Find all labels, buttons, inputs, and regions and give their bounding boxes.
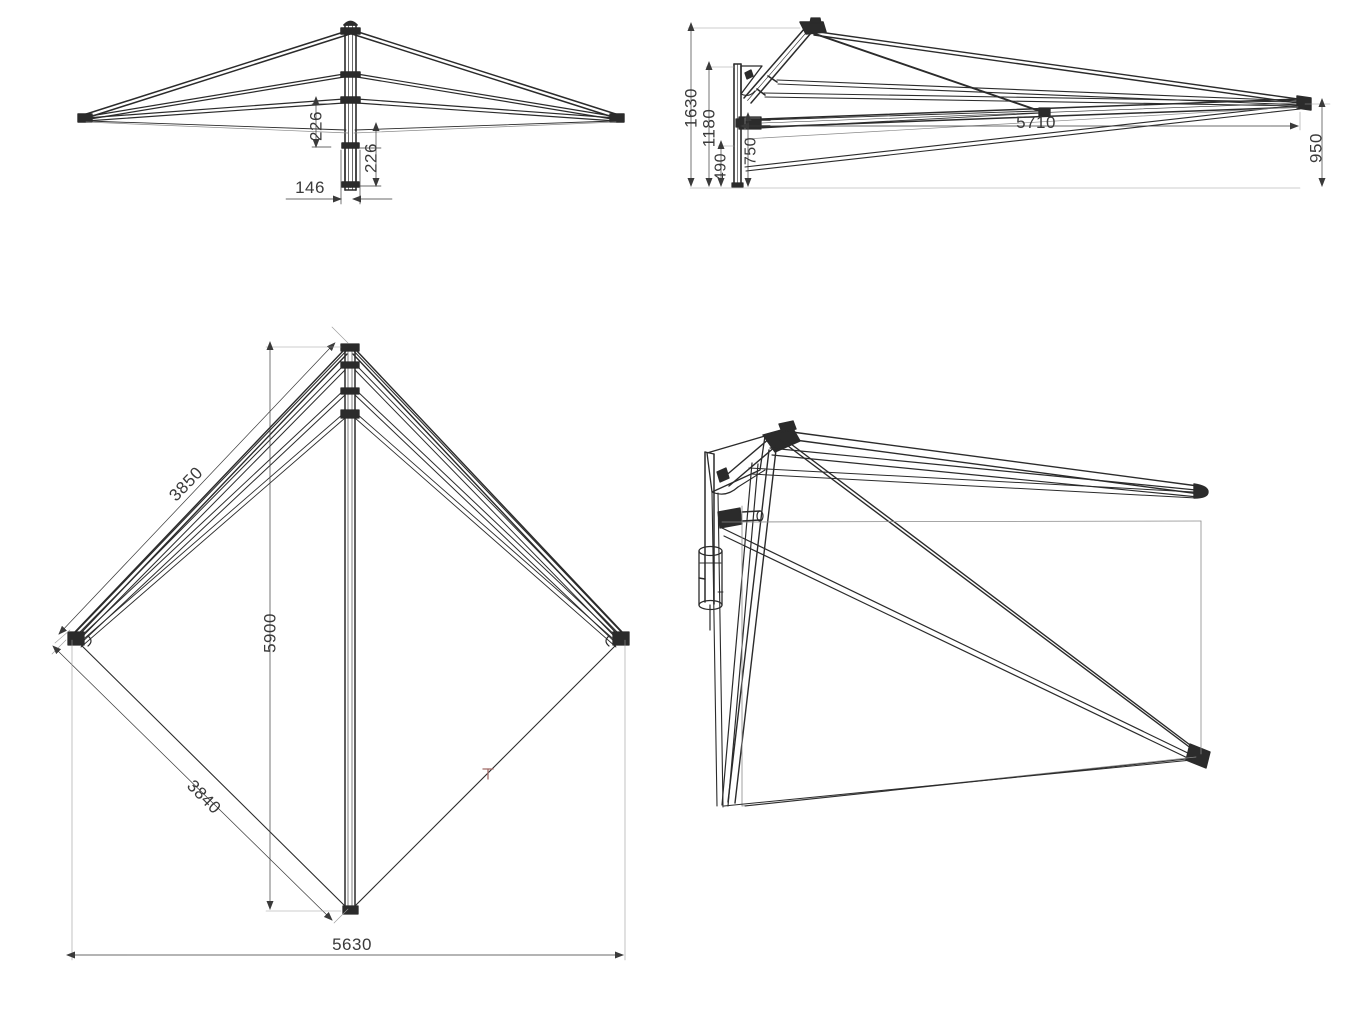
plan-reference-mark xyxy=(482,768,494,780)
dim-750: 750 xyxy=(743,137,760,165)
dim-5710: 5710 xyxy=(1016,113,1056,132)
iso-upper-rib xyxy=(748,431,1209,499)
view-isometric xyxy=(698,420,1211,808)
iso-canopy-outline xyxy=(723,757,1197,807)
dim-1630: 1630 xyxy=(682,88,701,128)
side-top-bracket xyxy=(740,65,763,97)
dim-490: 490 xyxy=(713,153,730,181)
dim-1180: 1180 xyxy=(700,109,719,148)
side-tension-cable xyxy=(744,104,1301,172)
view-front-elevation: 226 226 146 xyxy=(77,20,625,205)
iso-pivot-hub xyxy=(717,507,764,529)
dim-226-lower: 226 xyxy=(362,143,381,173)
plan-corner-fittings xyxy=(67,631,630,647)
plan-canopy-outline xyxy=(71,346,626,912)
iso-diagonal-ribs xyxy=(721,439,1211,769)
iso-top-bracket xyxy=(706,435,766,495)
view-plan: 3850 3840 5900 5630 xyxy=(51,326,630,961)
side-dimension-lines xyxy=(687,22,1331,189)
plan-hub-blocks xyxy=(340,343,360,915)
dim-146: 146 xyxy=(295,178,325,197)
plan-dimension-lines xyxy=(51,326,626,961)
front-mast xyxy=(343,20,358,191)
dim-3840: 3840 xyxy=(183,776,225,818)
front-dimension-lines xyxy=(285,96,393,205)
side-canopy-ribs xyxy=(763,30,1306,107)
dim-3850: 3850 xyxy=(165,463,206,505)
iso-support-legs xyxy=(711,449,777,808)
side-outer-tip xyxy=(1296,95,1312,111)
front-canopy-edge xyxy=(85,121,617,134)
plan-mast xyxy=(343,344,357,914)
iso-wall-post xyxy=(698,451,724,631)
side-inclined-mast xyxy=(743,17,827,104)
dim-226-upper: 226 xyxy=(307,111,326,141)
iso-canopy-membrane xyxy=(721,505,1202,807)
dim-5900: 5900 xyxy=(261,613,280,653)
view-side-elevation: 1630 1180 490 750 5710 950 xyxy=(682,17,1331,189)
dim-5630: 5630 xyxy=(332,935,372,954)
front-ribs-left xyxy=(77,29,351,131)
front-lower-pole xyxy=(344,147,357,186)
dim-950: 950 xyxy=(1307,133,1326,163)
front-ribs-right xyxy=(351,29,625,131)
front-hub-collars xyxy=(340,27,361,188)
